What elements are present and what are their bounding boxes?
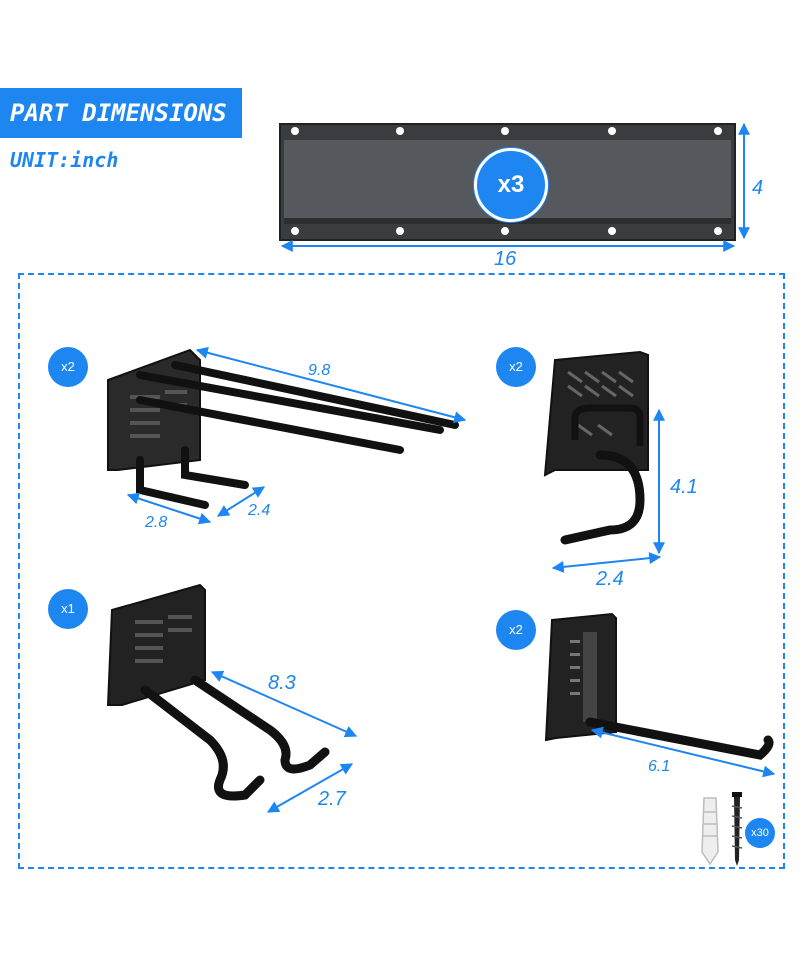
dual-curved-hook-quantity-badge: x1 xyxy=(48,589,88,629)
j-hook-quantity-badge: x2 xyxy=(496,347,536,387)
double-hook-quantity-badge: x2 xyxy=(48,347,88,387)
rail-height-label: 4 xyxy=(752,177,764,199)
dual-curved-hook-length-line xyxy=(210,670,358,738)
parts-container xyxy=(18,273,785,869)
j-hook-width-line xyxy=(551,552,662,573)
double-hook-width-b-line xyxy=(216,486,266,517)
unit-label: UNIT:inch xyxy=(10,148,119,172)
dual-curved-hook-width-label: 2.7 xyxy=(318,788,346,810)
double-hook-width-a-label: 2.8 xyxy=(145,514,168,531)
j-hook-illustration xyxy=(543,350,649,545)
single-hook-length-line xyxy=(590,726,776,778)
hardware-quantity-badge: x30 xyxy=(745,818,775,848)
dual-curved-hook-width-line xyxy=(266,763,354,813)
rail-width-label: 16 xyxy=(494,248,517,270)
double-hook-width-b-label: 2.4 xyxy=(248,502,271,519)
double-hook-width-a-line xyxy=(126,492,212,525)
j-hook-width-label: 2.4 xyxy=(596,568,624,590)
single-hook-quantity-badge: x2 xyxy=(496,610,536,650)
rail-quantity-badge: x3 xyxy=(474,148,548,222)
j-hook-height-label: 4.1 xyxy=(670,476,698,498)
anchor-screw-illustration xyxy=(701,792,743,866)
dual-curved-hook-length-label: 8.3 xyxy=(268,672,296,694)
title-banner: PART DIMENSIONS xyxy=(0,88,242,138)
double-hook-length-line xyxy=(195,346,467,424)
single-hook-length-label: 6.1 xyxy=(648,758,671,775)
double-hook-length-label: 9.8 xyxy=(308,362,331,379)
